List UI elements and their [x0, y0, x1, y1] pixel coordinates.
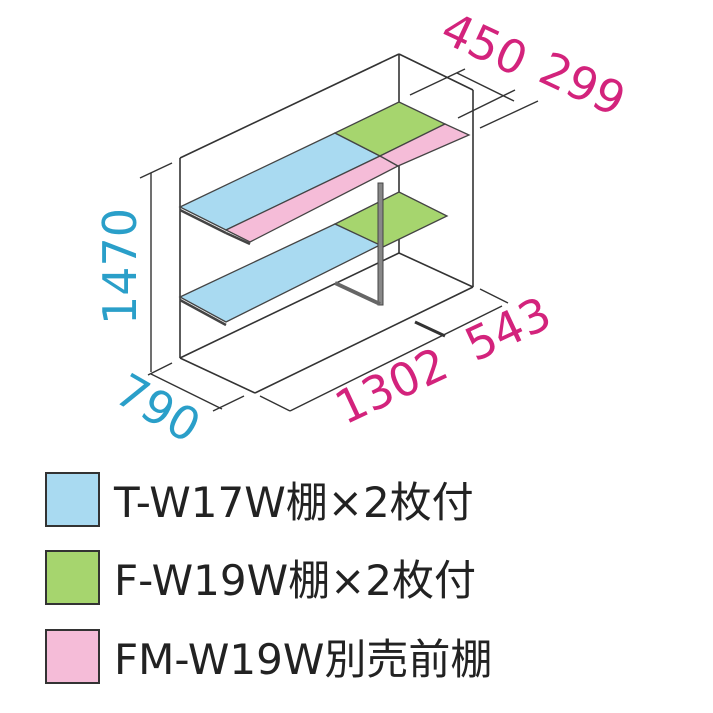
shelves	[178, 101, 471, 327]
legend-item-green: F-W19W棚×2枚付	[45, 548, 476, 606]
width-label: 1302	[327, 337, 456, 435]
legend-label: T-W17W棚×2枚付	[114, 477, 474, 527]
top-right-label: 299	[531, 41, 633, 127]
support-post	[334, 182, 384, 306]
blue-swatch	[45, 471, 100, 527]
legend-label: FM-W19W別売前棚	[114, 634, 493, 684]
depth-label: 790	[107, 363, 210, 454]
bottom-blue-shelf	[178, 223, 382, 323]
dimension-lines	[139, 68, 539, 412]
legend-item-blue: T-W17W棚×2枚付	[45, 470, 474, 528]
green-swatch	[45, 549, 100, 605]
legend-label: F-W19W棚×2枚付	[114, 555, 477, 605]
right-depth-label: 543	[457, 286, 559, 372]
pink-swatch	[45, 628, 100, 684]
height-label: 1470	[93, 208, 147, 325]
top-pink-shelf-right	[378, 123, 471, 167]
legend-item-pink: FM-W19W別売前棚	[45, 627, 492, 685]
top-left-label: 450	[433, 1, 535, 87]
shed-frame	[179, 53, 474, 394]
